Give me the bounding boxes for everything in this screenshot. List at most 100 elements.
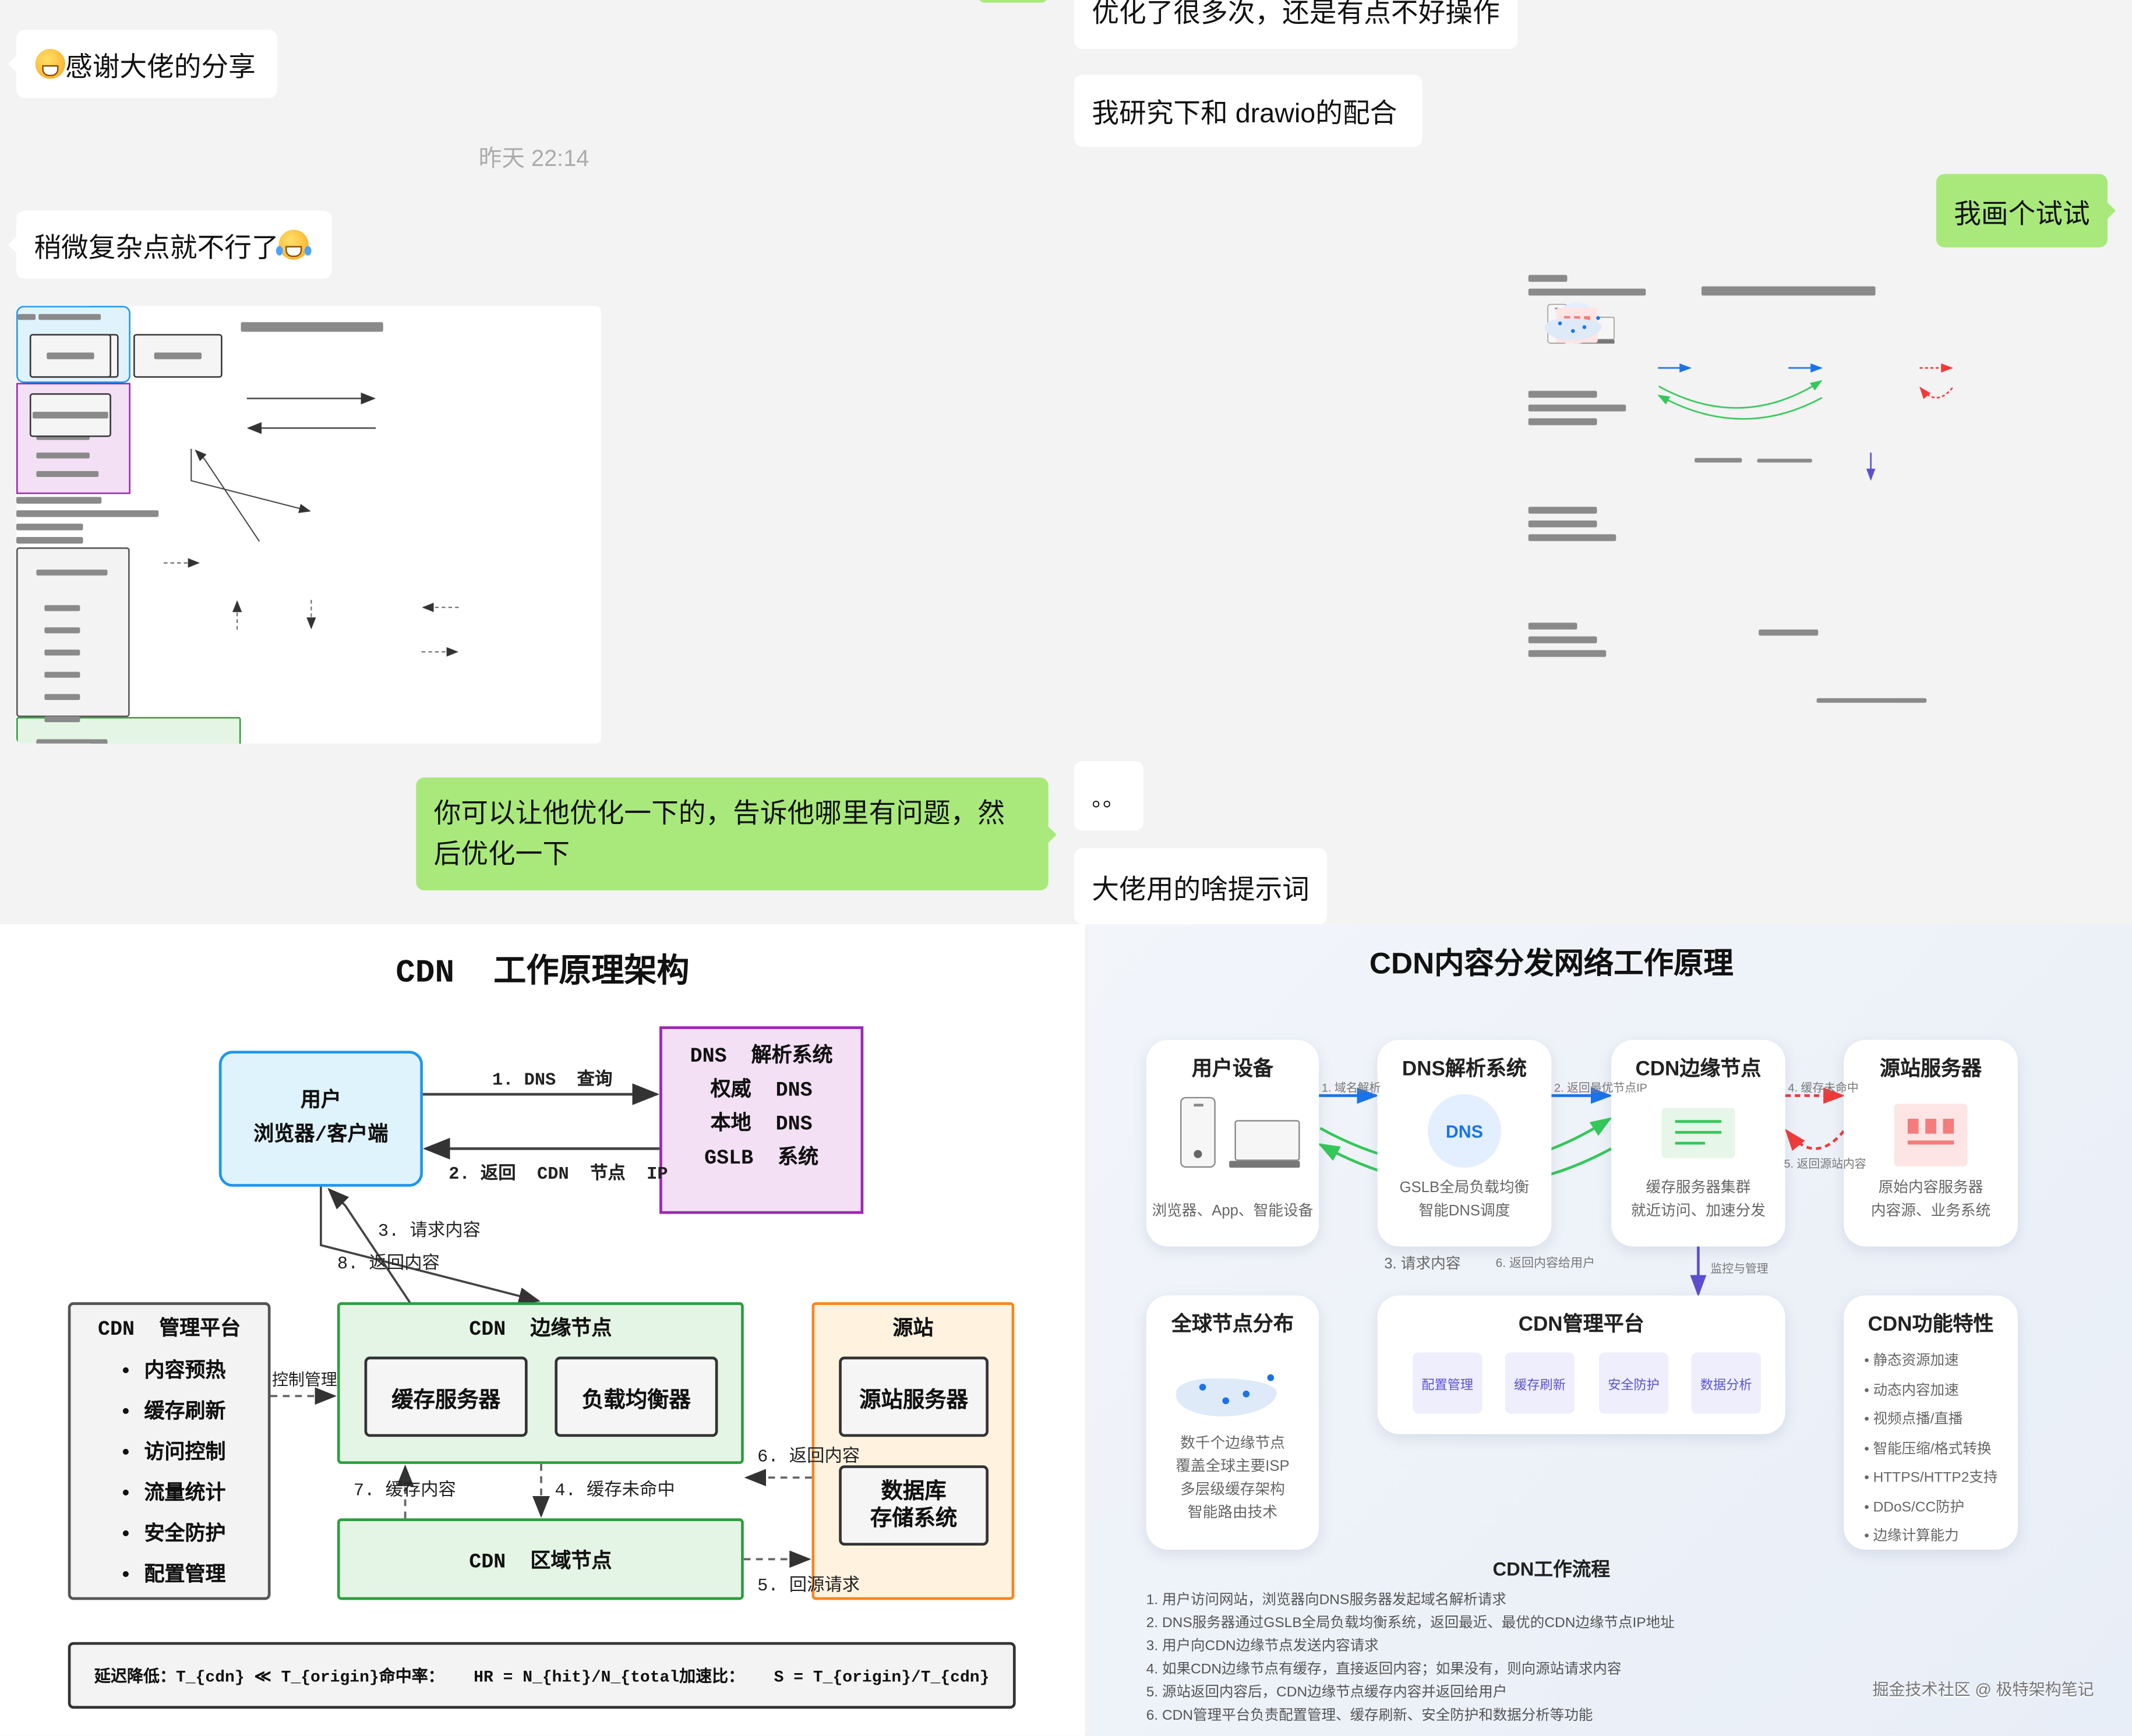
message-bubble[interactable]: 大佬用的啥提示词 — [1074, 848, 1328, 925]
laptop-icon — [1234, 1120, 1300, 1161]
image-message-architecture[interactable] — [16, 306, 601, 744]
mgmt-item-label: 安全防护 — [144, 1523, 226, 1547]
thumbnail-text-stroke — [17, 314, 36, 320]
formula-box: 延迟降低：T_{cdn} ≪ T_{origin}命中率： HR = N_{hi… — [68, 1642, 1016, 1709]
thumbnail-text-stroke — [36, 736, 108, 744]
chip-security[interactable]: 安全防护 — [1599, 1352, 1669, 1414]
thumbnail-text-stroke — [44, 627, 80, 634]
message-bubble[interactable]: 稍微复杂点就不行了 — [8, 210, 332, 279]
thumbnail-text-stroke — [36, 739, 108, 744]
image-message-cdn-principle[interactable] — [1528, 272, 2115, 727]
message-text: 感谢大佬的分享 — [65, 52, 256, 83]
thumbnail-text-stroke — [1528, 391, 1597, 398]
card-line: 数千个边缘节点 — [1180, 1435, 1285, 1452]
bullet-icon: • — [119, 1523, 144, 1547]
chip-config[interactable]: 配置管理 — [1413, 1352, 1482, 1414]
card-features: CDN功能特性 • 静态资源加速• 动态内容加速• 视频点播/直播• 智能压缩/… — [1844, 1295, 2018, 1550]
thumbnail-text-stroke — [1528, 418, 1597, 426]
cache-server-icon — [1661, 1108, 1735, 1158]
label-return-ip: 2. 返回 CDN 节点 IP — [449, 1164, 668, 1185]
feature-label: 静态资源加速 — [1873, 1352, 1959, 1369]
label-request-content: 3. 请求内容 — [1384, 1256, 1461, 1272]
formula-text: 延迟降低：T_{cdn} ≪ T_{origin}命中率： HR = N_{hi… — [94, 1668, 990, 1687]
card-title: CDN管理平台 — [1518, 1313, 1644, 1337]
mgmt-title: CDN 管理平台 — [98, 1318, 241, 1342]
thumbnail-text-stroke — [1528, 405, 1626, 412]
mgmt-item-label: 缓存刷新 — [144, 1401, 226, 1425]
label-control: 控制管理 — [271, 1371, 337, 1391]
message-bubble[interactable]: 感谢大佬的分享 — [8, 30, 278, 98]
dns-line: DNS 解析系统 — [690, 1045, 833, 1069]
message-text: 稍微复杂点就不行了 — [34, 233, 279, 263]
bullet-icon: • — [1864, 1410, 1873, 1427]
dns-line: 权威 DNS — [710, 1079, 813, 1103]
message-bubble-outgoing[interactable]: 我画个试试 — [1936, 174, 2116, 248]
bullet-icon: • — [119, 1442, 144, 1466]
thumbnail-text-stroke — [1528, 401, 1626, 415]
thumbnail-text-stroke — [1528, 531, 1626, 545]
bullet-icon: • — [119, 1483, 144, 1507]
thumbnail-text-stroke — [1528, 647, 1626, 661]
diagram-title: CDN 工作原理架构 — [396, 955, 690, 992]
message-text: 优化了很多次，还是有点不好操作 — [1092, 0, 1500, 29]
thumbnail-text-stroke — [44, 713, 80, 726]
thumbnail-text-stroke — [16, 494, 536, 507]
mgmt-item: • 配置管理 — [119, 1557, 225, 1597]
architecture-diagram[interactable]: CDN 工作原理架构 用户 浏览器/客户端 DNS 解析系统 权威 DNS 本地… — [0, 924, 1085, 1736]
message-text: 我画个试试 — [1954, 199, 2090, 229]
chip-cache-refresh[interactable]: 缓存刷新 — [1505, 1352, 1575, 1414]
card-line: 覆盖全球主要ISP — [1176, 1458, 1290, 1475]
bullet-icon: • — [1864, 1352, 1873, 1369]
diagram-title: CDN内容分发网络工作原理 — [1369, 946, 1734, 980]
mgmt-item — [44, 619, 128, 641]
origin-title: 源站 — [892, 1318, 934, 1342]
flow-step: 1. 用户访问网站，浏览器向DNS服务器发起域名解析请求 — [1146, 1592, 1506, 1608]
card-origin-server: 源站服务器 原始内容服务器 内容源、业务系统 — [1844, 1040, 2018, 1247]
message-bubble-outgoing[interactable]: 你可以让他优化一下的，告诉他哪里有问题，然后优化一下 — [416, 777, 1057, 890]
feature-label: HTTPS/HTTP2支持 — [1873, 1469, 1998, 1486]
card-edge-node: CDN边缘节点 缓存服务器集群 就近访问、加速分发 — [1611, 1040, 1785, 1247]
mgmt-item: • 安全防护 — [119, 1516, 225, 1557]
thumbnail-text-stroke — [36, 434, 90, 440]
card-caption: 智能DNS调度 — [1418, 1203, 1510, 1219]
thumbnail-text-stroke — [16, 537, 83, 544]
arrow-return-content — [190, 448, 311, 513]
cdn-principle-diagram[interactable]: CDN内容分发网络工作原理 用户设备 浏览器、App — [1088, 924, 2132, 1736]
origin-server-box: 源站服务器 — [839, 1356, 989, 1437]
dns-badge-icon: DNS — [1427, 1094, 1501, 1168]
thumbnail-text-stroke — [38, 310, 101, 323]
bullet-icon: • — [119, 1564, 144, 1588]
thumbnail-text-stroke — [17, 310, 36, 323]
card-line: 多层级缓存架构 — [1180, 1482, 1285, 1498]
thumbnail-text-stroke — [36, 430, 90, 443]
flow-title: CDN工作流程 — [1492, 1557, 1611, 1580]
chip-analytics[interactable]: 数据分析 — [1691, 1352, 1761, 1414]
message-bubble[interactable]: 优化了很多次，还是有点不好操作 — [1074, 0, 1517, 50]
thumbnail-text-stroke — [44, 624, 80, 637]
message-bubble[interactable]: 。。 — [1074, 761, 1144, 831]
feature-item: • 智能压缩/格式转换 — [1864, 1437, 1991, 1458]
diagram-connectors — [270, 1083, 812, 1568]
flow-step: 4. 如果CDN边缘节点有缓存，直接返回内容；如果没有，则向源站请求内容 — [1146, 1661, 1622, 1678]
thumbnail-text-stroke — [1701, 286, 1876, 296]
feature-item: • 静态资源加速 — [1864, 1350, 1958, 1370]
thumbnail-text-stroke — [36, 449, 90, 462]
card-user-devices: 用户设备 浏览器、App、智能设备 — [1146, 1040, 1319, 1247]
feature-item: • 动态内容加速 — [1864, 1379, 1958, 1399]
thumbnail-text-stroke — [16, 510, 159, 517]
thumbnail-text-stroke — [1528, 620, 1626, 634]
tears-of-joy-emoji-icon — [276, 229, 312, 260]
thumbnail-text-stroke — [1528, 634, 1626, 648]
thumbnail-text-stroke — [1528, 521, 1597, 528]
outgoing-bubble-partial — [979, 0, 1047, 3]
thumbnail-text-stroke — [29, 334, 111, 378]
flow-step: 6. CDN管理平台负责配置管理、缓存刷新、安全防护和数据分析等功能 — [1146, 1707, 1593, 1724]
message-bubble[interactable]: 我研究下和 drawio的配合 — [1074, 75, 1422, 147]
edge-node-box: CDN 边缘节点 缓存服务器 负载均衡器 — [337, 1302, 744, 1464]
label-monitor: 监控与管理 — [1710, 1261, 1769, 1275]
arrow-return-to-user — [1657, 394, 1823, 420]
diagram-connectors — [164, 393, 459, 657]
label-cache-content: 7. 缓存内容 — [353, 1480, 456, 1501]
thumbnail-text-stroke — [44, 646, 80, 659]
